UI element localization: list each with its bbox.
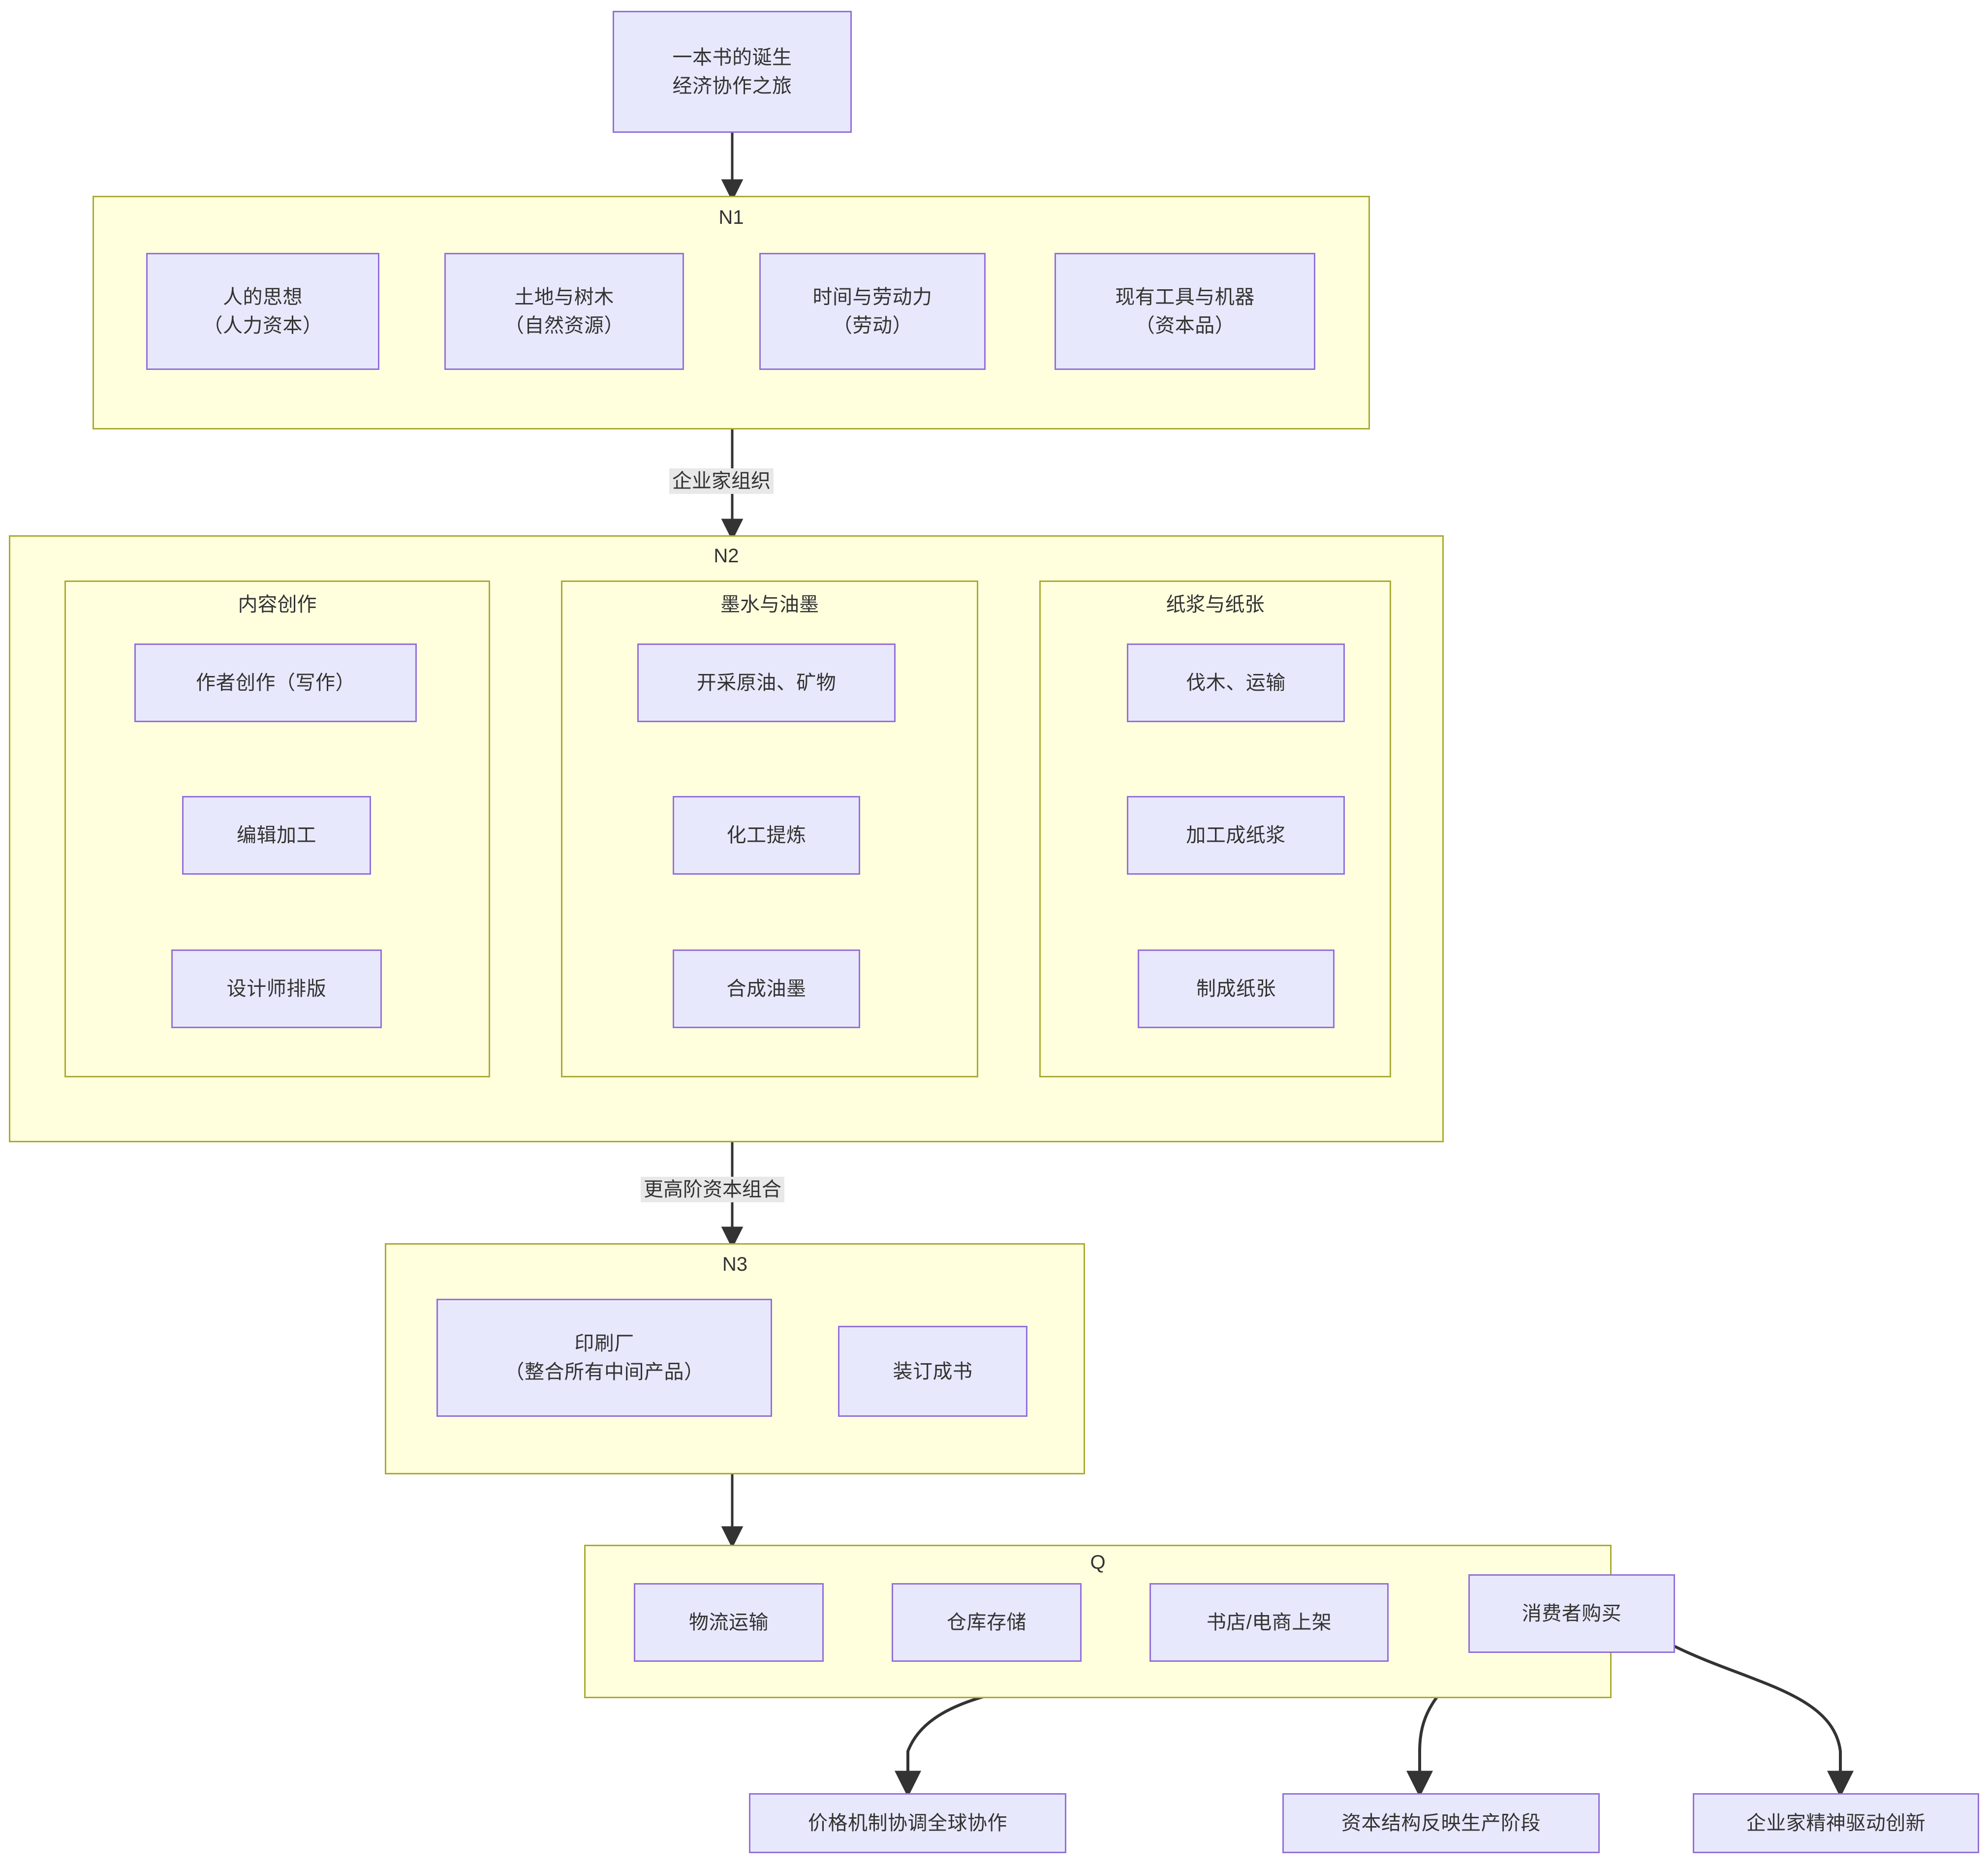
node-make-paper-label: 制成纸张 [1196,978,1276,1000]
node-title-line-2: 经济协作之旅 [672,75,792,97]
node-n1-natural-resources-line-2: （自然资源） [504,315,624,336]
node-n1-natural-resources-line-1: 土地与树木 [514,286,614,308]
node-price-mechanism-label: 价格机制协调全球协作 [808,1812,1007,1834]
node-consumer-purchase-label: 消费者购买 [1522,1603,1622,1624]
node-n1-natural-resources[interactable]: 土地与树木 （自然资源） [444,253,684,370]
node-n1-capital-goods-line-1: 现有工具与机器 [1115,286,1255,308]
node-n1-human-capital[interactable]: 人的思想 （人力资本） [146,253,379,370]
node-n1-labor[interactable]: 时间与劳动力 （劳动） [759,253,986,370]
node-n1-human-capital-line-1: 人的思想 [223,286,303,308]
node-bookstore-ecommerce-label: 书店/电商上架 [1206,1612,1332,1633]
node-binding-book-label: 装订成书 [893,1360,973,1382]
node-extract-oil-minerals-label: 开采原油、矿物 [696,672,837,694]
node-n1-capital-goods-line-2: （资本品） [1135,315,1235,336]
node-consumer-purchase[interactable]: 消费者购买 [1468,1574,1675,1653]
node-make-pulp-label: 加工成纸浆 [1186,825,1286,846]
node-synthesize-ink-label: 合成油墨 [726,978,807,1000]
node-entrepreneurship-innovation[interactable]: 企业家精神驱动创新 [1693,1793,1979,1853]
node-make-pulp[interactable]: 加工成纸浆 [1127,796,1345,875]
node-n1-capital-goods[interactable]: 现有工具与机器 （资本品） [1055,253,1315,370]
node-warehouse-storage-label: 仓库存储 [947,1612,1026,1633]
node-chemical-refining[interactable]: 化工提炼 [673,796,860,875]
cluster-content-creation-label: 内容创作 [238,594,317,615]
node-entrepreneurship-innovation-label: 企业家精神驱动创新 [1746,1812,1926,1834]
node-editing-label: 编辑加工 [237,825,316,846]
cluster-ink-label: 墨水与油墨 [720,594,819,615]
node-author-writing[interactable]: 作者创作（写作） [134,643,417,722]
node-logistics-transport-label: 物流运输 [689,1612,769,1633]
node-binding-book[interactable]: 装订成书 [838,1326,1027,1417]
node-logging-transport-label: 伐木、运输 [1186,672,1286,694]
node-title-line-1: 一本书的诞生 [672,47,792,68]
node-designer-layout-label: 设计师排版 [226,978,327,1000]
node-printing-plant-line-1: 印刷厂 [574,1333,634,1354]
node-capital-structure[interactable]: 资本结构反映生产阶段 [1282,1793,1600,1853]
node-make-paper[interactable]: 制成纸张 [1138,949,1335,1028]
edge-label-higher-order-capital: 更高阶资本组合 [641,1177,784,1202]
node-capital-structure-label: 资本结构反映生产阶段 [1341,1812,1541,1834]
node-chemical-refining-label: 化工提炼 [726,825,807,846]
node-editing[interactable]: 编辑加工 [182,796,371,875]
node-printing-plant-line-2: （整合所有中间产品） [504,1361,704,1383]
node-extract-oil-minerals[interactable]: 开采原油、矿物 [637,643,896,722]
node-n1-labor-line-1: 时间与劳动力 [812,286,932,308]
node-warehouse-storage[interactable]: 仓库存储 [892,1583,1082,1662]
node-n1-human-capital-line-2: （人力资本） [203,315,323,336]
cluster-n1-label: N1 [718,207,744,228]
node-designer-layout[interactable]: 设计师排版 [171,949,382,1028]
cluster-q-label: Q [1090,1552,1106,1573]
edge-q4-to-o3 [1672,1644,1854,1798]
node-logistics-transport[interactable]: 物流运输 [634,1583,824,1662]
edge-label-entrepreneur-organizes: 企业家组织 [669,468,774,494]
node-printing-plant[interactable]: 印刷厂 （整合所有中间产品） [436,1299,772,1417]
cluster-n2-label: N2 [714,545,739,567]
cluster-n3-label: N3 [722,1253,748,1275]
node-n1-labor-line-2: （劳动） [833,315,912,336]
node-logging-transport[interactable]: 伐木、运输 [1127,643,1345,722]
node-synthesize-ink[interactable]: 合成油墨 [673,949,860,1028]
node-title[interactable]: 一本书的诞生 经济协作之旅 [613,11,852,133]
node-bookstore-ecommerce[interactable]: 书店/电商上架 [1149,1583,1389,1662]
node-price-mechanism[interactable]: 价格机制协调全球协作 [749,1793,1066,1853]
node-author-writing-label: 作者创作（写作） [196,672,355,694]
cluster-pulp-paper-label: 纸浆与纸张 [1166,594,1265,615]
